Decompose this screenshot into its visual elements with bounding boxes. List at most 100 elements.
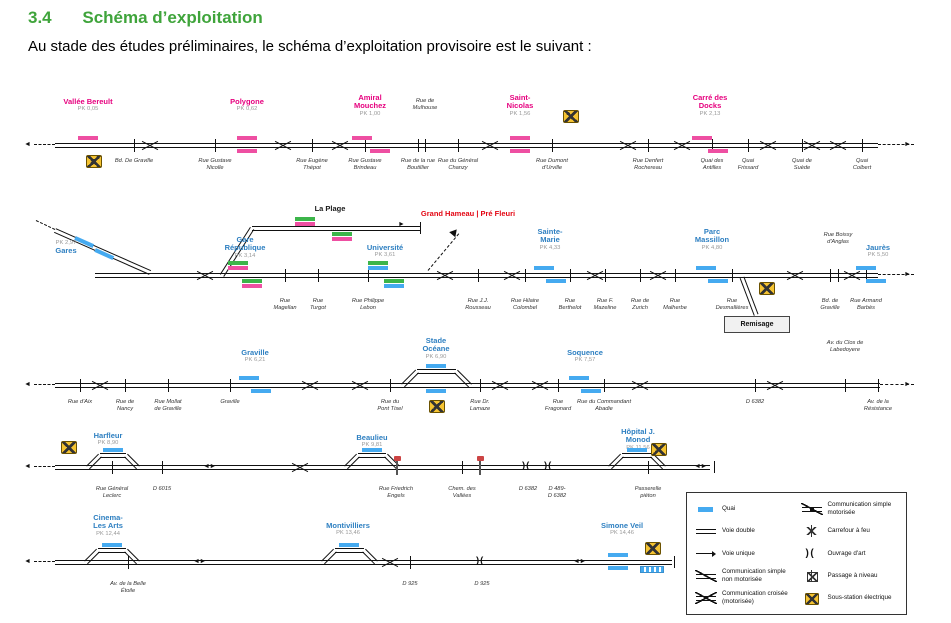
platform-bar bbox=[368, 261, 388, 265]
platform-bar bbox=[295, 222, 315, 226]
track-dashed bbox=[34, 384, 55, 386]
crossover-icon bbox=[804, 140, 820, 150]
legend-item: Communication simple motorisée bbox=[800, 499, 899, 519]
crossover-icon bbox=[482, 140, 498, 150]
station-name: Monod bbox=[625, 435, 651, 445]
street-label-line: Rue bbox=[552, 399, 564, 405]
station-name: Nicolas bbox=[506, 101, 534, 111]
crossover-icon bbox=[437, 270, 453, 280]
street-label-line: Rue Général bbox=[95, 486, 129, 492]
station-name: Les Arts bbox=[93, 521, 123, 531]
street-tick bbox=[134, 138, 136, 152]
street-label-line: Engels bbox=[387, 492, 405, 499]
street-tick bbox=[478, 268, 480, 282]
direction-arrow-icon: ◄ bbox=[24, 381, 31, 388]
street-tick bbox=[390, 378, 392, 392]
street-label: Graville bbox=[220, 399, 239, 406]
platform bbox=[368, 261, 388, 271]
platform-bar bbox=[251, 389, 271, 393]
legend-quai-icon bbox=[695, 503, 717, 515]
street-label-line: Labedoyere bbox=[829, 346, 861, 353]
legend-sub-icon bbox=[801, 592, 823, 605]
platform-bar bbox=[228, 266, 248, 270]
street-tick bbox=[215, 138, 217, 152]
legend-comm-m-icon bbox=[800, 503, 823, 515]
track-dashed bbox=[34, 466, 55, 468]
street-label-line: D 6382 bbox=[547, 492, 567, 499]
street-tick bbox=[552, 138, 554, 152]
platform bbox=[708, 279, 728, 284]
direction-arrow-icon: ◄ bbox=[24, 558, 31, 565]
street-label: D 489-D 6382 bbox=[548, 486, 566, 499]
station-name: La Plage bbox=[314, 204, 346, 213]
direction-arrow-icon: ◄► bbox=[573, 558, 586, 565]
platform-bar bbox=[856, 266, 876, 270]
street-tick bbox=[168, 378, 170, 392]
street-label-line: Rue de la rue bbox=[400, 158, 436, 164]
crossover-icon bbox=[492, 380, 508, 390]
platform bbox=[352, 136, 372, 141]
crossover-icon bbox=[632, 380, 648, 390]
street-tick bbox=[648, 460, 650, 474]
crossover-icon bbox=[650, 270, 666, 280]
legend-item: Voie unique bbox=[695, 544, 793, 564]
legend-label: Ouvrage d'art bbox=[827, 549, 866, 557]
track-dashed bbox=[878, 144, 914, 146]
track-double bbox=[55, 142, 878, 148]
legend-single-icon bbox=[695, 548, 717, 560]
street-label-line: Graville bbox=[220, 399, 240, 405]
crossover-icon bbox=[302, 380, 318, 390]
station-pk: PK 0,62 bbox=[236, 106, 258, 113]
street-tick bbox=[112, 460, 114, 474]
station-name: Graville bbox=[241, 348, 269, 357]
crossover-icon bbox=[532, 380, 548, 390]
station-name: Gares bbox=[55, 245, 77, 255]
branch-arrow-icon bbox=[449, 226, 460, 238]
street-label-line: Suède bbox=[793, 164, 811, 171]
street-label-line: Rue bbox=[669, 298, 681, 304]
platform-bar bbox=[332, 232, 352, 236]
street-label-line: Vallées bbox=[452, 492, 472, 499]
street-label-line: d'Anglas bbox=[827, 238, 849, 245]
station-name: Soquence bbox=[567, 348, 603, 357]
substation-icon bbox=[563, 110, 579, 123]
street-tick bbox=[830, 268, 832, 282]
station-name: Sainte- bbox=[537, 227, 563, 236]
station-pk: PK 1,56 bbox=[509, 110, 531, 117]
street-label-line: Rue F. bbox=[596, 298, 614, 304]
street-label-line: Rue Boissy bbox=[823, 232, 853, 238]
legend-item: Quai bbox=[695, 499, 793, 519]
legend-label: Communication croisée (motorisée) bbox=[722, 590, 788, 605]
track-double bbox=[100, 452, 126, 458]
street-tick bbox=[712, 138, 714, 152]
track-dashed bbox=[427, 233, 460, 272]
platform bbox=[426, 364, 446, 369]
track-double bbox=[622, 452, 652, 458]
platform-bar bbox=[103, 448, 123, 452]
platform-bar bbox=[78, 136, 98, 140]
legend-item: Communication croisée (motorisée) bbox=[695, 588, 793, 608]
station-name: Docks bbox=[698, 101, 722, 111]
legend-label: Quai bbox=[722, 505, 736, 513]
station-name: Mouchez bbox=[353, 101, 387, 111]
platform bbox=[103, 448, 123, 453]
station-name: Amiral bbox=[358, 93, 382, 102]
legend-label: Voie double bbox=[722, 527, 755, 535]
legend-double-icon bbox=[695, 525, 717, 537]
direction-arrow-icon: ◄► bbox=[193, 558, 206, 565]
station-name: Beaulieu bbox=[356, 433, 388, 442]
street-label-line: Rue du Commandant bbox=[576, 399, 632, 405]
traffic-signal-icon bbox=[393, 456, 401, 475]
platform-bar bbox=[708, 279, 728, 283]
street-label-line: Rue de bbox=[630, 298, 650, 304]
direction-arrow-icon: ◄► bbox=[203, 463, 216, 470]
